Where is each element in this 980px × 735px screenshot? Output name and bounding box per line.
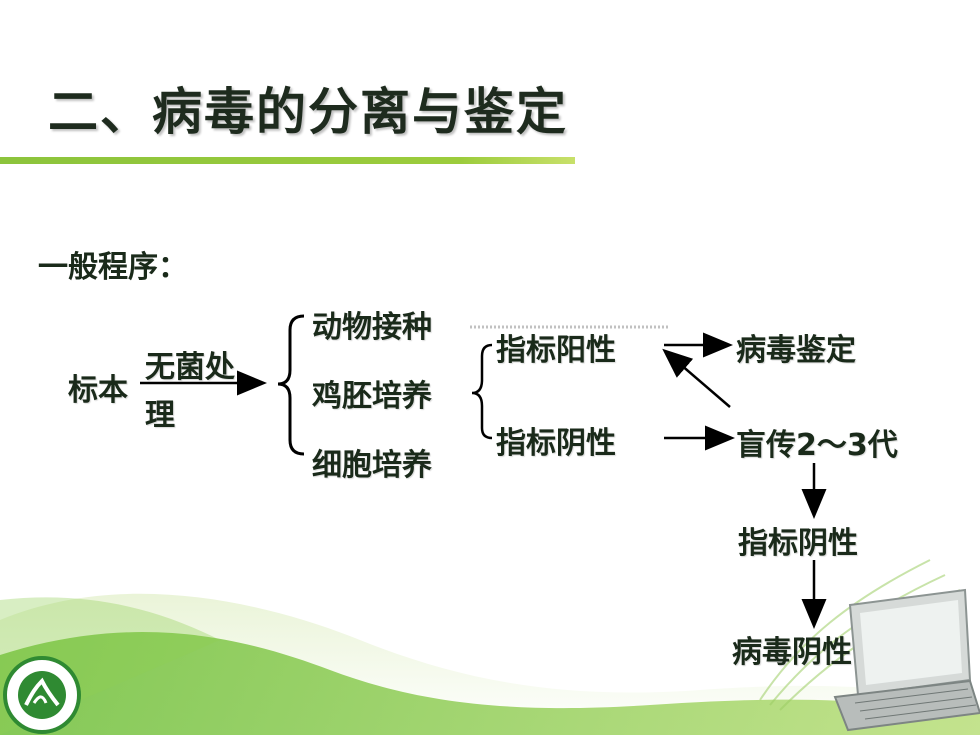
- slide-title: 二、病毒的分离与鉴定: [48, 83, 568, 141]
- laptop-illustration: [833, 588, 980, 732]
- node-indicator-positive: 指标阳性: [496, 333, 616, 368]
- brace-indicators: [471, 343, 493, 440]
- node-virus-identification: 病毒鉴定: [736, 333, 856, 368]
- arrow-blind-passage-to-positive: [662, 348, 731, 408]
- title-divider: [0, 157, 575, 164]
- node-animal-inoculation: 动物接种: [312, 310, 432, 345]
- node-chick-embryo-culture: 鸡胚培养: [312, 379, 432, 414]
- node-specimen: 标本: [68, 373, 128, 408]
- node-cell-culture: 细胞培养: [312, 448, 432, 483]
- brace-methods: [277, 314, 305, 456]
- node-sterile-processing-line1: 无菌处: [145, 350, 235, 385]
- node-indicator-negative: 指标阴性: [496, 426, 616, 461]
- node-virus-negative: 病毒阴性: [732, 635, 852, 670]
- node-indicator-negative-after: 指标阴性: [738, 526, 858, 561]
- node-sterile-processing-line2: 理: [145, 398, 175, 433]
- procedure-heading: 一般程序：: [38, 250, 188, 285]
- node-blind-passage: 盲传2～3代: [736, 428, 898, 463]
- university-logo: [3, 656, 81, 734]
